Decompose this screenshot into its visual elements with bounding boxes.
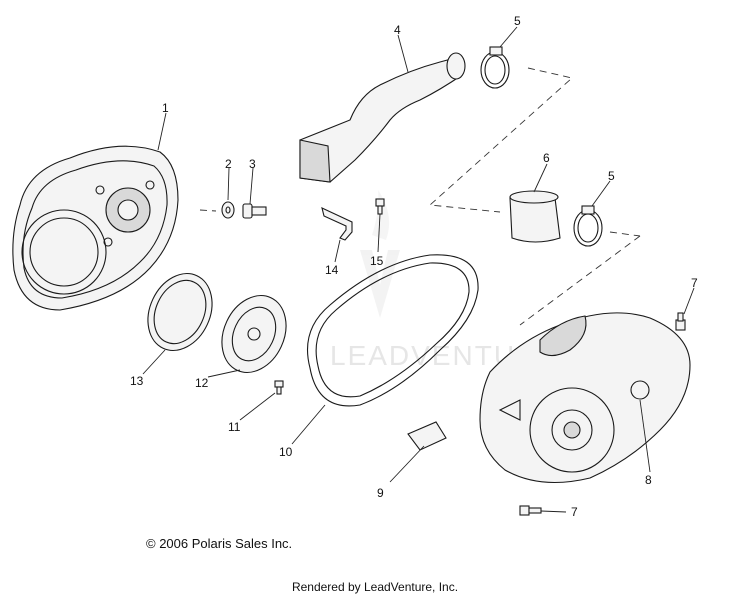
washer <box>221 201 235 219</box>
callout-9: 9 <box>377 486 384 500</box>
callout-7-lower: 7 <box>571 505 578 519</box>
hose-clamp-upper <box>480 46 510 89</box>
bearing-plate <box>221 295 287 373</box>
cover-bolt-lower <box>519 505 542 516</box>
callout-11: 11 <box>228 420 241 434</box>
callout-leaders <box>142 26 695 513</box>
callout-2: 2 <box>225 157 232 171</box>
cover-bolt-upper <box>675 312 686 331</box>
hose-clamp-lower <box>573 205 603 247</box>
rendered-by-footer: Rendered by LeadVenture, Inc. <box>291 580 459 594</box>
callout-5-lower: 5 <box>608 169 615 183</box>
copyright-notice: © 2006 Polaris Sales Inc. <box>146 536 293 551</box>
callout-10: 10 <box>279 445 293 459</box>
mounting-bracket <box>321 207 353 241</box>
assembly-guide-lines <box>199 67 641 326</box>
callout-4: 4 <box>394 23 401 37</box>
callout-13: 13 <box>130 374 144 388</box>
inner-clutch-cover <box>12 145 179 311</box>
callout-7-upper: 7 <box>691 276 698 290</box>
cover-seal <box>147 273 213 351</box>
callout-14: 14 <box>325 263 339 277</box>
callout-1: 1 <box>162 101 169 115</box>
callout-8: 8 <box>645 473 652 487</box>
callout-12: 12 <box>195 376 209 390</box>
bolt-cover <box>242 203 267 219</box>
plate-bolt <box>274 380 284 395</box>
intake-duct <box>299 52 466 183</box>
warning-decal <box>407 421 447 451</box>
callout-6: 6 <box>543 151 550 165</box>
callout-labels: 1 2 3 4 5 5 6 7 7 8 9 10 11 12 13 14 15 <box>130 14 698 519</box>
callout-5-upper: 5 <box>514 14 521 28</box>
callout-15: 15 <box>370 254 384 268</box>
outer-clutch-cover <box>479 312 691 484</box>
drive-belt <box>306 254 479 407</box>
watermark-logo <box>360 190 400 318</box>
callout-3: 3 <box>249 157 256 171</box>
duct-sleeve <box>509 190 561 243</box>
